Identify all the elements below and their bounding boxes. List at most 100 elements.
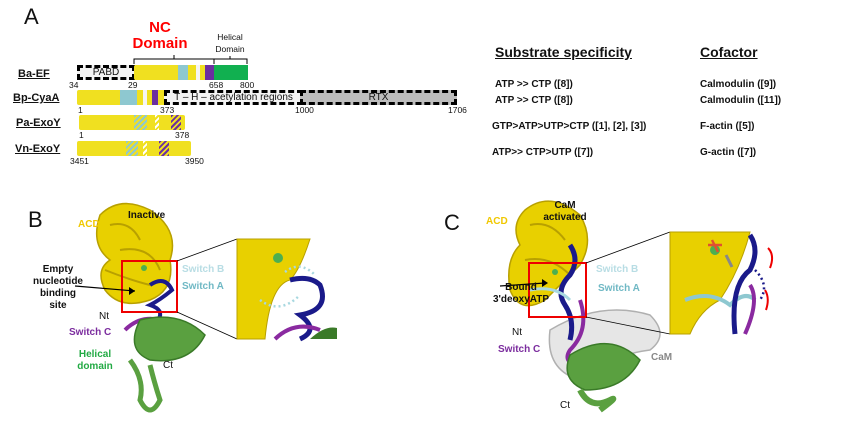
switch-a-label: Switch A — [182, 281, 224, 292]
acd-label: ACD — [78, 219, 100, 230]
switch-a-segment — [134, 115, 147, 130]
substrate-cell: GTP>ATP>UTP>CTP ([1], [2], [3]) — [492, 121, 647, 132]
panel-b-structure — [74, 202, 337, 413]
panel-b-letter: B — [28, 207, 43, 232]
state-label: Inactive — [128, 210, 166, 221]
nt-label: Nt — [512, 327, 522, 338]
substrate-cell: ATP >> CTP ([8]) — [495, 79, 573, 90]
helical-domain-title: Helical Domain — [205, 31, 255, 55]
th-acetylation-region: T – H – acetylation regions — [164, 90, 303, 105]
cam-label: CaM — [651, 352, 673, 363]
num: 1706 — [448, 105, 467, 115]
metal-ion — [552, 269, 558, 275]
switch-a-segment — [178, 65, 188, 80]
row-name-vn-exoy: Vn-ExoY — [15, 143, 61, 155]
num: 34 — [69, 80, 79, 90]
switch-c-segment — [152, 90, 158, 105]
pabd-label: PABD — [92, 67, 120, 78]
cofactor-cell: G-actin ([7]) — [700, 147, 757, 158]
arrow-head-icon — [129, 287, 135, 295]
ct-label: Ct — [163, 360, 173, 371]
row-name-bp-cyaa: Bp-CyaA — [13, 92, 60, 104]
switch-b-segment — [196, 65, 200, 80]
helical-line: Helical — [78, 349, 112, 360]
arrow-line — [74, 285, 136, 292]
cofactor-cell: Calmodulin ([9]) — [700, 79, 777, 90]
helical-domain-segment — [214, 65, 248, 80]
helical-domain-line1: Helical — [217, 32, 243, 42]
switch-c-segment — [205, 65, 214, 80]
th-label: T – H – acetylation regions — [174, 92, 293, 103]
pabd-region: PABD — [77, 65, 135, 80]
cofactor-cell: F-actin ([5]) — [700, 121, 755, 132]
site-line: binding — [39, 288, 77, 299]
header-substrate-specificity: Substrate specificity — [495, 44, 632, 60]
helical-domain-ribbon — [566, 343, 641, 413]
rtx-region: RTX — [300, 90, 457, 105]
site-line: nucleotide — [32, 276, 83, 287]
num: 29 — [128, 80, 138, 90]
bp-cyaa-bar — [77, 90, 167, 105]
switch-b-loop — [529, 287, 572, 302]
switch-a-label: Switch A — [598, 283, 640, 294]
site-line: Empty — [42, 264, 74, 275]
vn-exoy-bar — [77, 141, 191, 156]
num: 3950 — [185, 156, 204, 166]
panel-c-structure — [499, 200, 774, 413]
nc-domain-line2: Domain — [132, 35, 188, 52]
switch-a-loop — [558, 243, 578, 341]
panel-c-letter: C — [444, 210, 460, 235]
num: 1 — [78, 105, 83, 115]
state-label: CaM activated — [535, 200, 595, 224]
rtx-label: RTX — [368, 92, 389, 103]
state-line: activated — [543, 212, 587, 223]
switch-c-segment — [159, 141, 169, 156]
num: 1000 — [295, 105, 314, 115]
acd-label: ACD — [486, 216, 508, 227]
nt-label: Nt — [99, 311, 109, 322]
substrate-cell: ATP>> CTP>UTP ([7]) — [492, 147, 594, 158]
switch-b-segment — [155, 115, 159, 130]
row-name-pa-exoy: Pa-ExoY — [16, 117, 61, 129]
pa-exoy-bar — [79, 115, 185, 130]
metal-ion — [141, 265, 147, 271]
ba-ef-bar — [134, 65, 248, 80]
bound-ligand-label: Bound 3'deoxyATP — [490, 282, 552, 306]
switch-b-label: Switch B — [596, 264, 639, 275]
acd-domain-ribbon — [95, 202, 174, 305]
site-line: site — [49, 300, 67, 311]
num: 373 — [160, 105, 175, 115]
zoom-box — [528, 262, 587, 318]
num: 800 — [240, 80, 255, 90]
helical-line: domain — [77, 361, 113, 372]
helical-domain-line2: Domain — [215, 44, 245, 54]
num: 1 — [79, 130, 84, 140]
nc-domain-title: NC Domain — [130, 20, 190, 52]
inset-b — [236, 238, 337, 342]
row-name-ba-ef: Ba-EF — [18, 68, 50, 80]
arrow-head-icon — [542, 279, 548, 287]
zoom-box — [121, 260, 178, 313]
header-cofactor: Cofactor — [700, 44, 758, 60]
switch-c-segment — [171, 115, 181, 130]
panel-a-letter: A — [24, 4, 39, 29]
state-line: CaM — [554, 200, 576, 211]
switch-b-segment — [143, 141, 147, 156]
ligand-line: 3'deoxyATP — [492, 294, 550, 305]
num: 658 — [209, 80, 224, 90]
empty-site-label: Empty nucleotide binding site — [28, 264, 88, 312]
helical-domain-label: Helical domain — [72, 349, 118, 373]
switch-b-segment — [143, 90, 147, 105]
inset-c — [669, 231, 774, 335]
switch-c-label: Switch C — [69, 327, 112, 338]
cofactor-cell: Calmodulin ([11]) — [700, 95, 782, 106]
switch-c-label: Switch C — [498, 344, 541, 355]
num: 378 — [175, 130, 190, 140]
nc-domain-line1: NC — [149, 19, 171, 36]
switch-a-segment — [126, 141, 138, 156]
switch-a-segment — [120, 90, 137, 105]
helical-domain-ribbon — [127, 316, 206, 413]
domain-brackets — [133, 55, 248, 64]
switch-b-label: Switch B — [182, 264, 225, 275]
num: 3451 — [70, 156, 89, 166]
